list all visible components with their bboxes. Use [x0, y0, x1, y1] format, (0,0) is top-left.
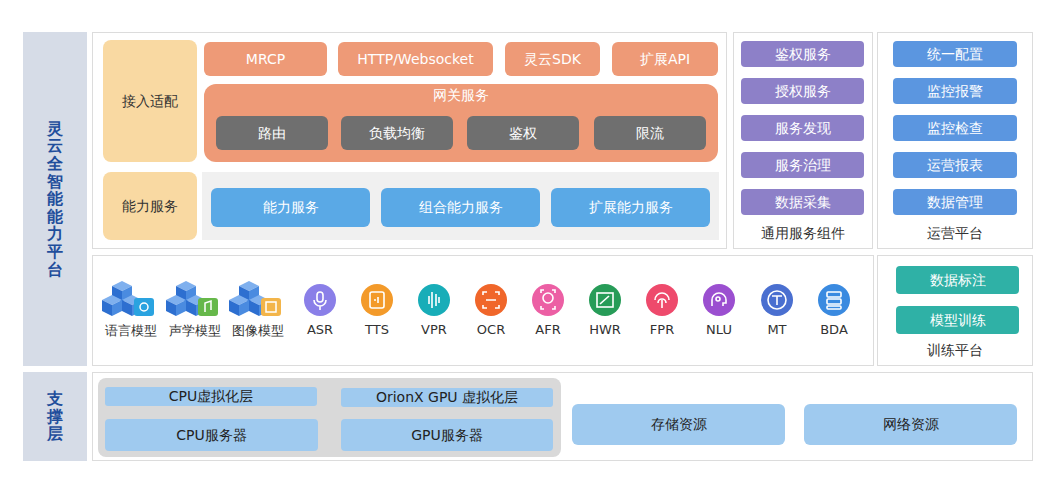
box-label: 数据标注 — [930, 272, 986, 289]
box-label: 灵云全智能能力平台 — [47, 120, 63, 278]
service-box: 负载均衡 — [341, 116, 453, 150]
service-box: 扩展能力服务 — [551, 188, 710, 227]
service-box: 扩展API — [612, 42, 718, 76]
service-box: 运营报表 — [893, 152, 1017, 178]
box-label: 能力服务 — [122, 198, 178, 215]
service-box: 组合能力服务 — [381, 188, 540, 227]
icon-label: NLU — [706, 322, 732, 337]
model-icon — [166, 281, 218, 316]
icon-label: 图像模型 — [232, 322, 284, 340]
service-box: HTTP/Websocket — [338, 42, 493, 76]
service-box: 鉴权 — [467, 116, 579, 150]
box-label: MRCP — [246, 51, 285, 68]
box-label: 统一配置 — [927, 46, 983, 63]
box-label: 鉴权服务 — [775, 46, 831, 63]
box-label: CPU服务器 — [176, 427, 246, 444]
box-label: 限流 — [636, 125, 664, 142]
model-icon — [229, 281, 281, 316]
box-label: 组合能力服务 — [419, 199, 503, 216]
box-label: 支撑层 — [47, 390, 63, 443]
service-box: 接入适配 — [103, 40, 197, 162]
icon-label: TTS — [365, 322, 389, 337]
icon-label: FPR — [650, 322, 674, 337]
box-label: 服务治理 — [775, 157, 831, 174]
box-label: 运营报表 — [927, 157, 983, 174]
model-icon — [102, 281, 154, 316]
box-label: 服务发现 — [775, 120, 831, 137]
service-box: 网络资源 — [804, 404, 1017, 445]
icon-label: ASR — [307, 322, 333, 337]
service-box: 能力服务 — [103, 172, 197, 240]
service-box: 存储资源 — [572, 404, 785, 445]
box-label: 模型训练 — [930, 312, 986, 329]
service-box: 限流 — [594, 116, 706, 150]
box-label: 训练平台 — [927, 342, 983, 359]
panel: 运营平台 统一配置监控报警监控检查运营报表数据管理 — [877, 32, 1033, 249]
service-box: 网关服务路由 负载均衡 鉴权 限流 — [204, 84, 718, 162]
icon-label: OCR — [477, 322, 505, 337]
box-label: HTTP/Websocket — [357, 51, 473, 68]
panel: 通用服务组件鉴权服务授权服务服务发现服务治理数据采集 — [733, 32, 873, 249]
box-label: 网络资源 — [883, 416, 939, 433]
box-label: 接入适配 — [122, 93, 178, 110]
box-label: 监控检查 — [927, 120, 983, 137]
box-label: 授权服务 — [775, 83, 831, 100]
service-box: 数据采集 — [741, 189, 864, 215]
service-box: CPU虚拟化层 — [105, 387, 317, 406]
service-box: 服务发现 — [741, 115, 864, 141]
box-label: 扩展API — [640, 51, 690, 68]
box-label: 运营平台 — [927, 225, 983, 242]
box-label: 存储资源 — [651, 416, 707, 433]
box-label: 鉴权 — [509, 125, 537, 142]
box-label: 监控报警 — [927, 83, 983, 100]
icon-label: AFR — [535, 322, 560, 337]
box-label: 数据采集 — [775, 194, 831, 211]
capability-icon — [304, 284, 850, 316]
service-box: 服务治理 — [741, 152, 864, 178]
box-label: 通用服务组件 — [761, 225, 845, 242]
service-box: CPU服务器 — [105, 419, 318, 451]
service-box: 路由 — [216, 116, 328, 150]
box-label: 网关服务 — [433, 87, 489, 104]
icon-label: BDA — [820, 322, 848, 337]
box-label: 能力服务 — [263, 199, 319, 216]
box-label: OrionX GPU 虚拟化层 — [376, 389, 518, 406]
box-label: CPU虚拟化层 — [169, 388, 253, 405]
icon-label: 声学模型 — [169, 322, 221, 340]
box-label: 负载均衡 — [369, 125, 425, 142]
service-box: 能力服务 — [211, 188, 370, 227]
service-box: 灵云SDK — [505, 42, 600, 76]
icon-label: HWR — [589, 322, 621, 337]
layer-band: 灵云全智能能力平台 — [23, 32, 87, 366]
icon-label: 语言模型 — [105, 322, 157, 340]
service-box: 模型训练 — [896, 306, 1019, 334]
service-box: OrionX GPU 虚拟化层 — [341, 388, 553, 407]
service-box: 数据标注 — [896, 266, 1019, 294]
layer-band: 支撑层 — [23, 372, 87, 461]
service-box: 监控检查 — [893, 115, 1017, 141]
service-box: 监控报警 — [893, 78, 1017, 104]
icon-label: VPR — [421, 322, 447, 337]
box-label: 灵云SDK — [524, 51, 581, 68]
service-box: GPU服务器 — [341, 419, 553, 451]
service-box: 数据管理 — [893, 189, 1017, 215]
service-box: MRCP — [204, 42, 327, 76]
panel: 训练平台 数据标注模型训练 — [877, 255, 1033, 366]
service-box: 授权服务 — [741, 78, 864, 104]
box-label: 路由 — [258, 125, 286, 142]
service-box: 鉴权服务 — [741, 41, 864, 67]
service-box: 统一配置 — [893, 41, 1017, 67]
box-label: 数据管理 — [927, 194, 983, 211]
box-label: GPU服务器 — [411, 427, 483, 444]
icon-label: MT — [767, 322, 786, 337]
box-label: 扩展能力服务 — [589, 199, 673, 216]
